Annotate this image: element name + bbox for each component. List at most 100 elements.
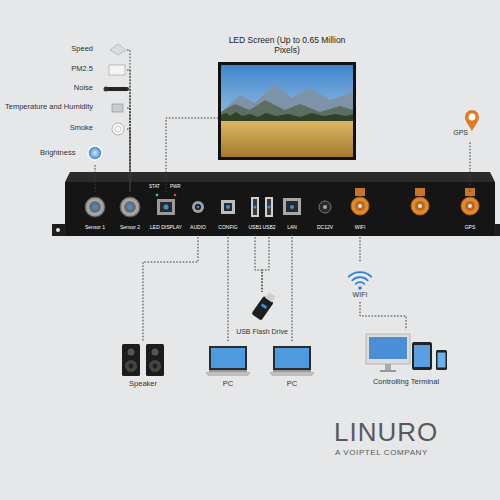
speaker: Speaker bbox=[116, 342, 170, 390]
terminal-devices-icon bbox=[438, 353, 446, 368]
speaker-icon bbox=[128, 349, 135, 356]
node-label: CONFIG bbox=[205, 225, 251, 231]
speaker-icon bbox=[153, 364, 158, 369]
port-connectors bbox=[254, 206, 257, 209]
brand-logo: LINURO bbox=[334, 418, 438, 447]
gps-pin-icon bbox=[465, 110, 479, 131]
speaker-icon bbox=[122, 344, 140, 376]
sensor-icons bbox=[88, 146, 102, 160]
gps-antenna: GPS bbox=[446, 110, 486, 142]
laptop-icon bbox=[209, 346, 247, 370]
node-label: USB Flash Drive bbox=[226, 328, 298, 336]
terminal-devices-icon bbox=[380, 370, 396, 372]
terminal-devices-icon bbox=[414, 345, 430, 367]
port-connectors bbox=[85, 188, 479, 217]
port-connectors bbox=[411, 197, 429, 215]
device-port: AUDIO bbox=[187, 192, 209, 234]
node-label: Temperature and Humidity bbox=[0, 103, 93, 112]
node-label: DC12V bbox=[303, 225, 347, 231]
node-label: PC bbox=[192, 380, 264, 389]
node-label: PC bbox=[256, 380, 328, 389]
gps-pin-icon bbox=[469, 114, 476, 121]
laptop-icon bbox=[211, 348, 245, 368]
indicator-label: PWR bbox=[170, 185, 181, 190]
led-screen: LED Screen (Up to 0.65 Million Pixels) bbox=[218, 36, 356, 160]
terminal-devices-icon bbox=[412, 342, 432, 370]
port-connectors bbox=[93, 205, 98, 210]
speaker-icon bbox=[122, 344, 164, 376]
wifi-icon bbox=[349, 272, 372, 290]
wifi-icon bbox=[349, 272, 372, 277]
node-label: GPS bbox=[448, 225, 492, 231]
node-label: WIFI bbox=[338, 225, 382, 231]
sensor-item: Smoke bbox=[0, 122, 127, 136]
speaker-icon bbox=[129, 364, 134, 369]
port-connectors bbox=[355, 201, 365, 211]
sensor-icons bbox=[104, 87, 109, 92]
device-port: LAN bbox=[280, 192, 304, 234]
laptop-icon bbox=[205, 372, 251, 376]
sensor-item: PM2.5 bbox=[0, 63, 127, 77]
port-connectors bbox=[267, 199, 271, 215]
controller-box bbox=[56, 228, 60, 232]
dotted-connector bbox=[127, 108, 130, 192]
pc: PC bbox=[266, 342, 318, 390]
port-connectors bbox=[197, 206, 200, 209]
node-label: USB2 bbox=[252, 225, 286, 231]
controller-box bbox=[65, 182, 495, 236]
node-label: WIFI bbox=[330, 291, 390, 299]
laptop-icon bbox=[273, 370, 311, 372]
port-connectors bbox=[351, 197, 369, 215]
port-connectors bbox=[358, 204, 362, 208]
port-connectors bbox=[251, 197, 259, 217]
laptop-icon bbox=[275, 348, 309, 368]
controller-box bbox=[52, 172, 500, 236]
controlling-terminal: Controlling Terminal bbox=[356, 330, 456, 390]
port-connectors bbox=[468, 204, 472, 208]
terminal-devices-icon bbox=[366, 334, 410, 364]
screen-picture bbox=[218, 62, 356, 160]
dotted-connector bbox=[360, 302, 406, 330]
sensor-icons bbox=[115, 126, 121, 132]
port-connectors bbox=[160, 202, 172, 212]
brand-tagline: A VOIPTEL COMPANY bbox=[335, 449, 428, 458]
speaker-icon bbox=[149, 360, 161, 372]
controller-box bbox=[65, 172, 495, 182]
flash-drive-icon bbox=[261, 303, 268, 309]
dotted-connector bbox=[127, 89, 130, 192]
port-connectors bbox=[253, 199, 257, 215]
port-connectors bbox=[120, 197, 140, 217]
node-label: PM2.5 bbox=[0, 65, 93, 74]
pc: PC bbox=[202, 342, 254, 390]
port-connectors bbox=[286, 201, 298, 212]
dotted-connector bbox=[166, 118, 218, 192]
screen-picture bbox=[221, 100, 353, 122]
device-port: CONFIG bbox=[215, 192, 241, 234]
usb-flash-drive: USB Flash Drive bbox=[236, 292, 288, 338]
dotted-connector bbox=[262, 234, 269, 292]
port-connectors bbox=[89, 201, 101, 213]
port-connectors bbox=[465, 201, 475, 211]
node-label: Controlling Terminal bbox=[346, 378, 466, 387]
flash-drive-icon bbox=[251, 291, 277, 321]
port-connectors bbox=[465, 188, 475, 196]
laptop-icon bbox=[209, 370, 247, 372]
controller-box bbox=[494, 224, 500, 236]
port-connectors bbox=[268, 206, 271, 209]
port-connectors bbox=[164, 205, 169, 210]
port-connectors bbox=[195, 204, 201, 210]
indicator-label: STAT bbox=[149, 185, 160, 190]
node-label: Noise bbox=[0, 84, 93, 93]
port-connectors bbox=[157, 199, 175, 215]
terminal-devices-icon bbox=[366, 334, 447, 372]
dotted-connector bbox=[470, 142, 471, 192]
speaker-icon bbox=[125, 360, 137, 372]
node-label: Speed bbox=[0, 45, 93, 54]
port-connectors bbox=[415, 201, 425, 211]
port-connectors bbox=[355, 188, 365, 196]
port-connectors bbox=[128, 205, 133, 210]
sensor-icons bbox=[109, 65, 125, 75]
node-label: Sensor 1 bbox=[71, 225, 119, 231]
device-port: Sensor 2 bbox=[116, 192, 144, 234]
